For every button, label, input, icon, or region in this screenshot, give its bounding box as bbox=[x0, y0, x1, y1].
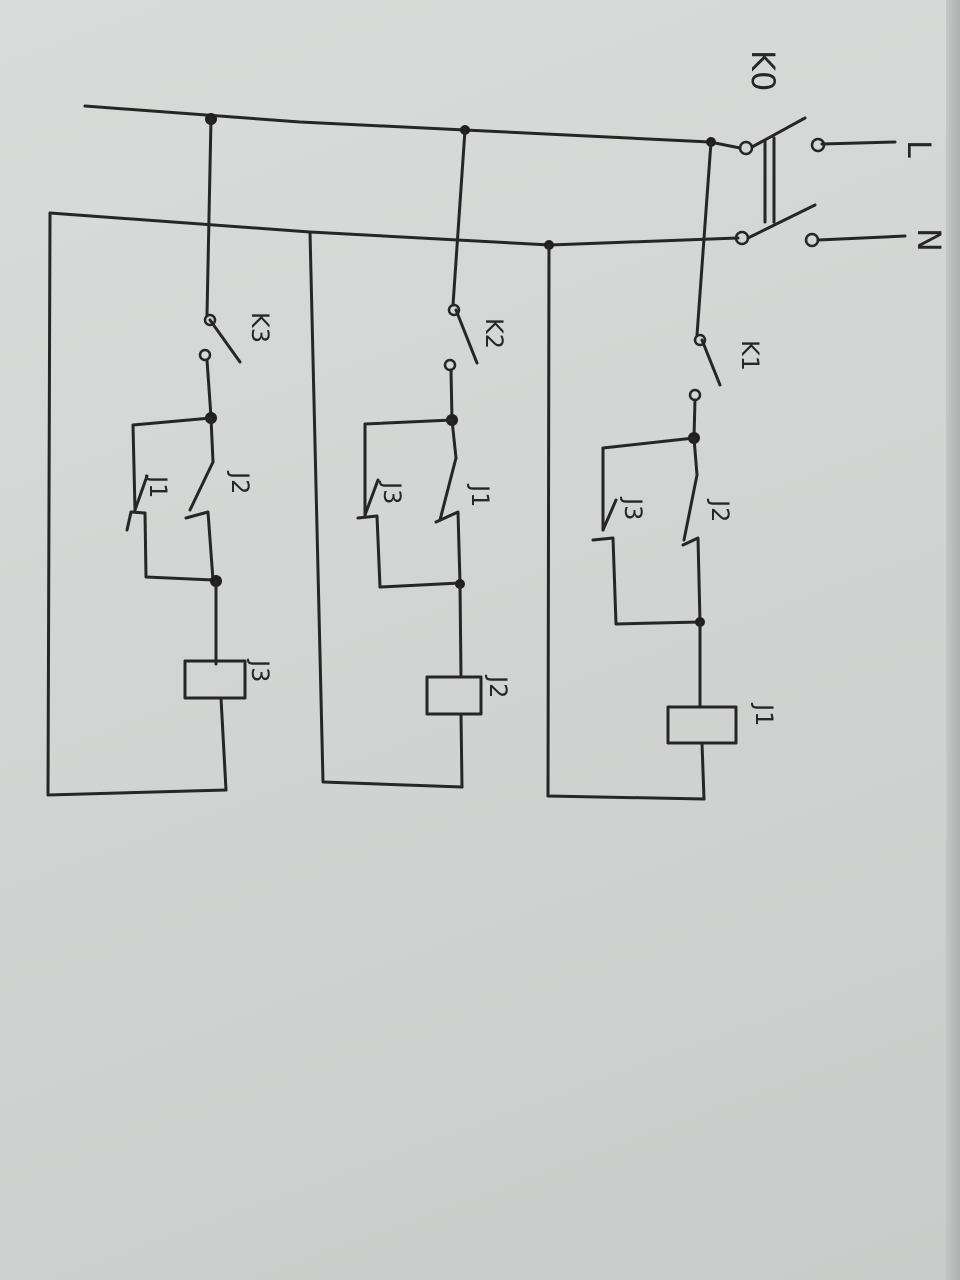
label-b2-coil: J2 bbox=[484, 674, 512, 698]
label-b2-contact-right: J1 bbox=[466, 483, 494, 507]
label-b1-contact-right: J2 bbox=[226, 470, 254, 494]
branch-3 bbox=[546, 140, 738, 801]
label-k1: K1 bbox=[736, 340, 764, 371]
label-n: N bbox=[910, 228, 948, 252]
main-switch-k0 bbox=[734, 116, 826, 248]
live-bus-wire bbox=[83, 104, 742, 150]
label-k2: K2 bbox=[480, 318, 508, 349]
label-b2-contact-left: J3 bbox=[378, 480, 406, 504]
branch-2 bbox=[308, 128, 483, 789]
label-k0: K0 bbox=[744, 50, 782, 91]
label-k3: K3 bbox=[246, 312, 274, 343]
neutral-bus-wire bbox=[48, 211, 740, 247]
label-b3-coil: J1 bbox=[750, 702, 778, 726]
paper-edge bbox=[946, 0, 960, 1280]
label-b1-contact-left: J1 bbox=[144, 474, 172, 498]
label-l: L bbox=[900, 140, 938, 158]
label-b3-contact-right: J2 bbox=[706, 498, 734, 522]
output-N-wire bbox=[816, 234, 907, 242]
label-b1-coil: J3 bbox=[246, 658, 274, 682]
label-b3-contact-left: J3 bbox=[619, 496, 647, 520]
branch-1 bbox=[46, 117, 247, 797]
output-L-wire bbox=[820, 140, 897, 146]
